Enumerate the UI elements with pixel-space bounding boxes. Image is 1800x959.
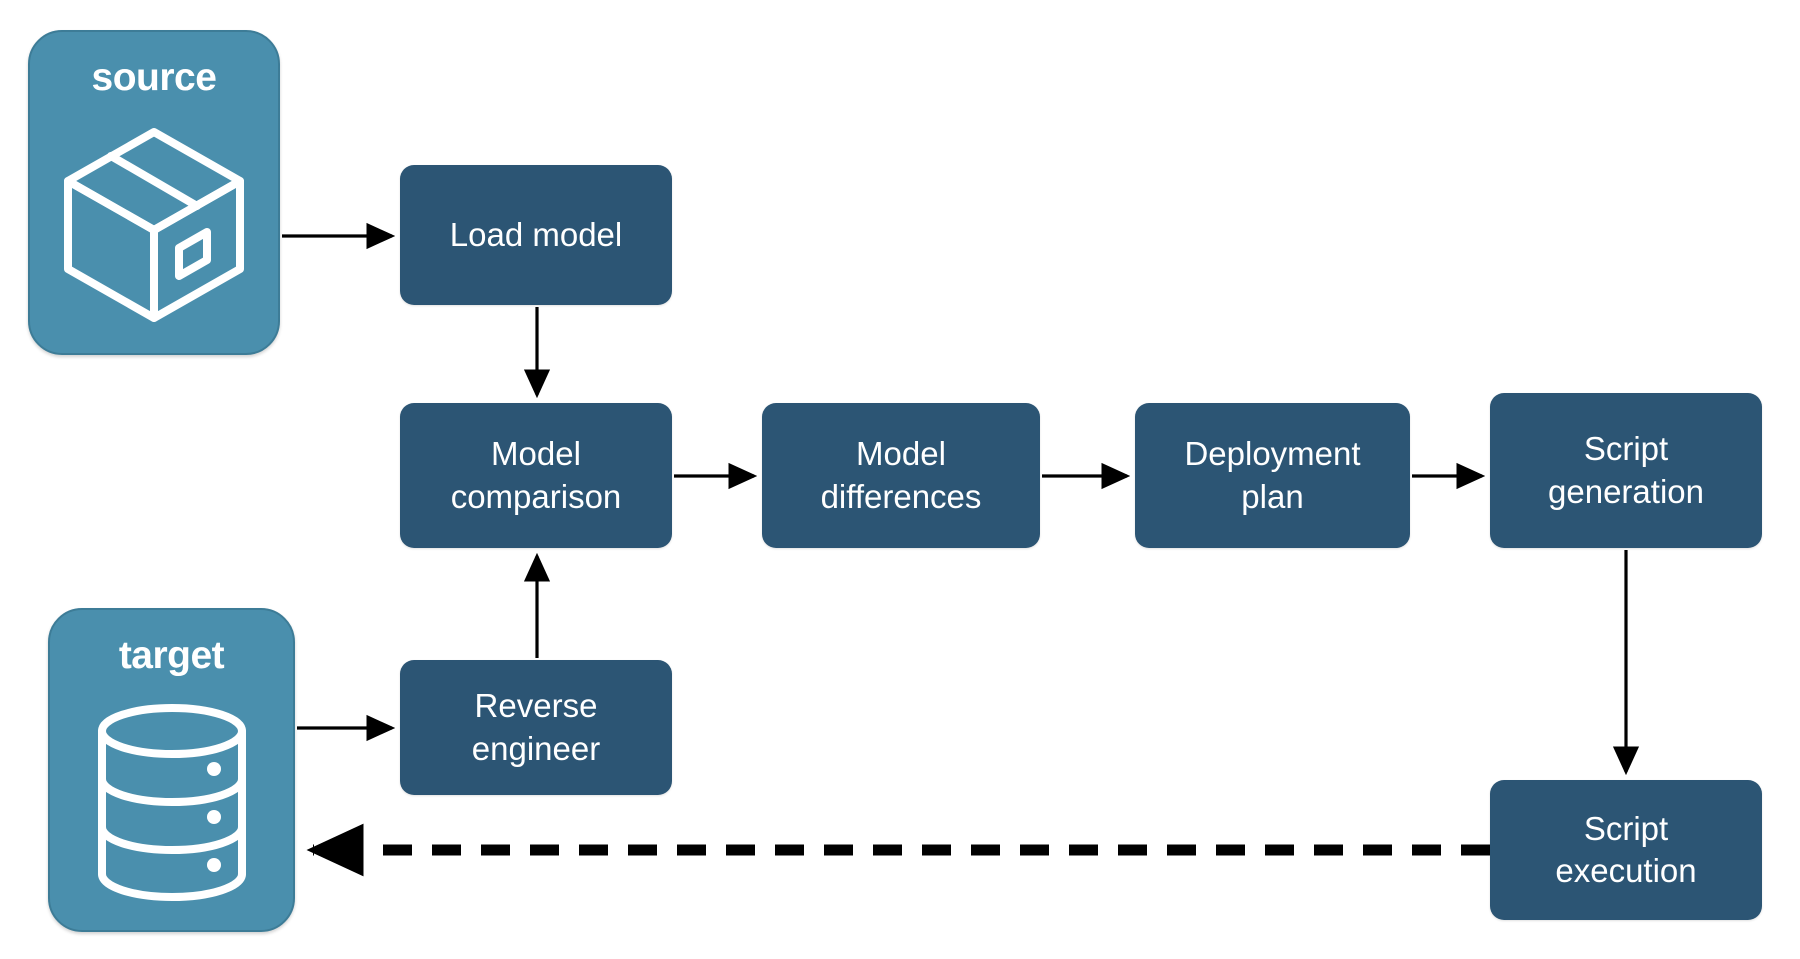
package-box-icon	[30, 97, 278, 353]
process-load-model-label: Load model	[449, 215, 623, 253]
endpoint-source[interactable]: source	[28, 30, 280, 355]
process-model-comparison-label: Model comparison	[450, 435, 622, 515]
endpoint-target-label: target	[118, 634, 225, 677]
process-model-differences[interactable]: Model differences	[762, 403, 1040, 548]
process-script-generation[interactable]: Script generation	[1490, 393, 1762, 548]
process-load-model[interactable]: Load model	[400, 165, 672, 305]
process-deployment-plan[interactable]: Deployment plan	[1135, 403, 1410, 548]
process-reverse-engineer-label: Reverse engineer	[471, 687, 601, 767]
process-deployment-plan-label: Deployment plan	[1184, 435, 1361, 515]
endpoint-source-label: source	[91, 56, 217, 99]
process-model-differences-label: Model differences	[820, 435, 982, 515]
database-cylinder-icon	[50, 675, 293, 930]
process-model-comparison[interactable]: Model comparison	[400, 403, 672, 548]
endpoint-target[interactable]: target	[48, 608, 295, 932]
process-script-execution[interactable]: Script execution	[1490, 780, 1762, 920]
process-script-generation-label: Script generation	[1548, 430, 1704, 510]
process-script-execution-label: Script execution	[1555, 809, 1697, 889]
process-reverse-engineer[interactable]: Reverse engineer	[400, 660, 672, 795]
